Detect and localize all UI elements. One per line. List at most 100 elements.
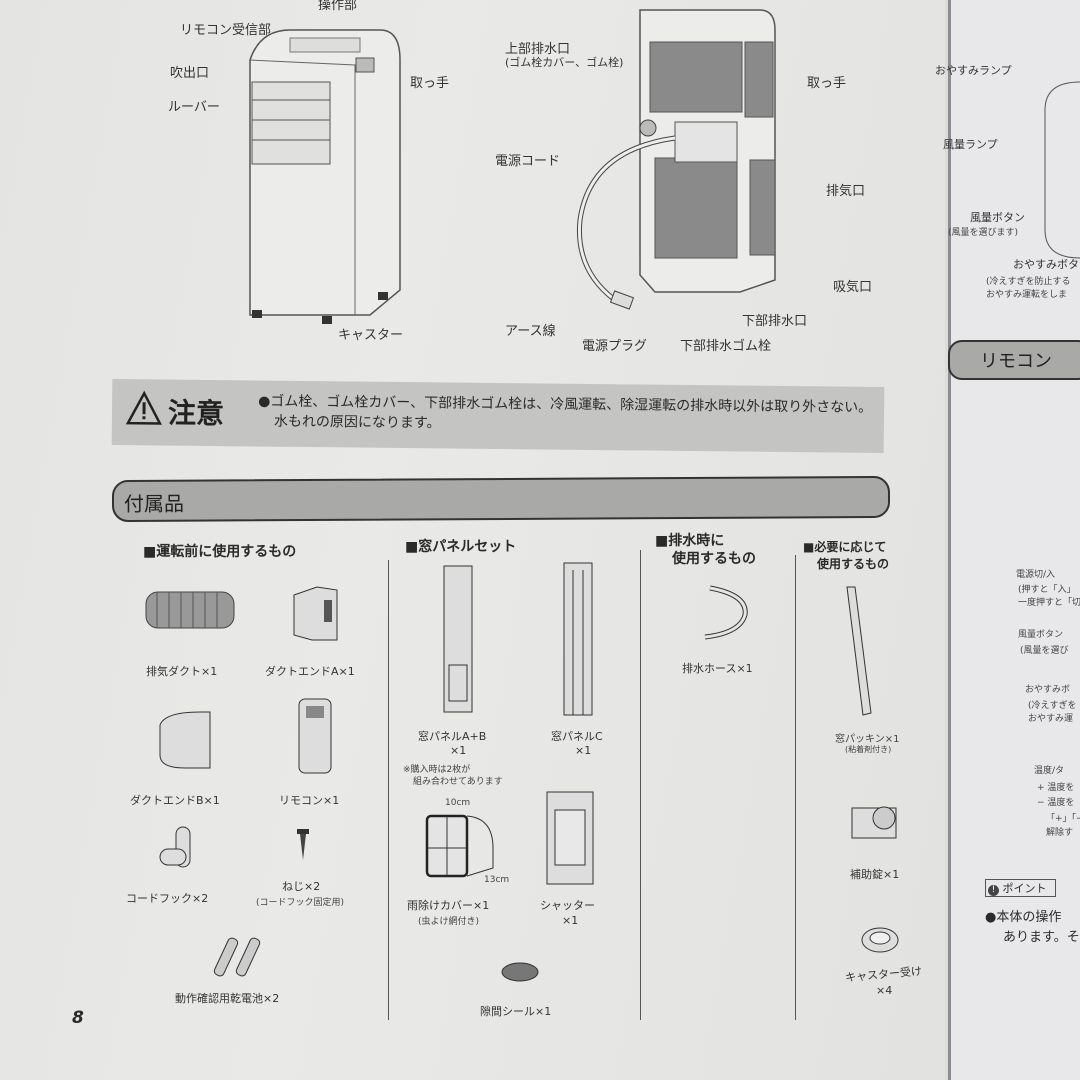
- item-drain-hose: 排水ホース×1: [682, 662, 753, 675]
- shutter-icon: [546, 791, 594, 885]
- screw-note: (コードフック固定用): [256, 898, 345, 908]
- label-louver: ルーバー: [168, 100, 220, 115]
- accessories-title: 付属品: [123, 491, 185, 516]
- item-gap-seal: 隙間シール×1: [480, 1005, 552, 1018]
- item-window-panel-ab-qty: ×1: [450, 744, 467, 757]
- item-cord-hook: コードフック×2: [126, 892, 209, 905]
- label-intake: 吸気口: [833, 280, 873, 295]
- label-temp-note-1: 「+」「−: [1046, 814, 1080, 824]
- label-sleep-note-2: おやすみ運転をしま: [986, 290, 1068, 300]
- item-remote-control: リモコン×1: [279, 794, 340, 807]
- rain-cover-depth: 13cm: [484, 875, 510, 885]
- item-batteries: 動作確認用乾電池×2: [175, 992, 280, 1005]
- label-power: 電源切/入: [1016, 570, 1056, 580]
- label-power-plug: 電源プラグ: [582, 339, 648, 354]
- left-page: [0, 0, 945, 1080]
- as-needed-heading-1: ■必要に応じて: [803, 540, 887, 554]
- point-badge: ! ポイント: [985, 879, 1056, 897]
- label-air-outlet: 吹出口: [170, 66, 210, 81]
- column-divider: [795, 555, 796, 1020]
- page-number: 8: [72, 1008, 84, 1028]
- label-fan-button: 風量ボタン: [970, 211, 1025, 224]
- label-caster: キャスター: [338, 328, 404, 343]
- column-divider: [640, 550, 641, 1020]
- point-text-2: あります。そ: [1003, 930, 1080, 945]
- window-packing-icon: [846, 586, 872, 716]
- label-temp-note-2: 解除す: [1046, 828, 1074, 838]
- item-duct-end-b: ダクトエンドB×1: [130, 794, 220, 807]
- label-temp-up: + 温度を: [1037, 783, 1075, 793]
- label-remote-sleep-note-1: (冷えすぎを: [1028, 701, 1077, 711]
- cord-hook-icon: [159, 826, 191, 868]
- air-conditioner-front-illustration: [249, 29, 401, 324]
- label-control-panel: 操作部: [318, 0, 358, 13]
- label-sleep-note-1: (冷えすぎを防止する: [986, 277, 1071, 287]
- item-caster-cup-qty: ×4: [876, 984, 893, 997]
- window-panel-ab-note-2: 組み合わせてあります: [413, 777, 503, 787]
- point-text-1: ●本体の操作: [985, 910, 1062, 925]
- item-window-panel-ab: 窓パネルA+B: [418, 730, 487, 743]
- duct-end-b-icon: [159, 711, 211, 769]
- item-auxiliary-lock: 補助錠×1: [850, 868, 900, 881]
- label-exhaust: 排気口: [826, 184, 866, 199]
- label-temperature: 温度/タ: [1034, 766, 1065, 776]
- drain-heading-1: ■排水時に: [655, 533, 725, 549]
- control-panel-outline: [1044, 81, 1080, 259]
- batteries-icon: [213, 937, 261, 977]
- item-window-packing: 窓パッキン×1: [835, 734, 900, 745]
- label-remote-sleep: おやすみボ: [1025, 685, 1071, 695]
- label-remote-sleep-note-2: おやすみ運: [1028, 714, 1074, 724]
- screw-icon: [297, 829, 309, 860]
- label-handle-front: 取っ手: [410, 76, 450, 91]
- warning-triangle-icon: [125, 390, 162, 425]
- label-sleep-lamp: おやすみランプ: [935, 64, 1012, 77]
- window-panel-ab-note-1: ※購入時は2枚が: [403, 765, 471, 775]
- label-remote-fan-note: (風量を選び: [1020, 646, 1069, 656]
- label-remote-fan-button: 風量ボタン: [1018, 630, 1064, 640]
- point-label: ポイント: [1002, 882, 1047, 895]
- caution-line-2: 水もれの原因になります。: [273, 413, 441, 432]
- rain-cover-note: (虫よけ網付き): [418, 917, 480, 927]
- window-panel-heading: ■窓パネルセット: [405, 539, 517, 555]
- label-remote-receiver: リモコン受信部: [180, 23, 272, 38]
- label-power-note-2: 一度押すと「切: [1018, 598, 1080, 608]
- duct-end-a-icon: [293, 586, 338, 641]
- exhaust-duct-icon: [145, 591, 235, 629]
- rain-cover-width: 10cm: [445, 798, 471, 808]
- before-use-heading: ■運転前に使用するもの: [143, 544, 297, 560]
- label-handle-back: 取っ手: [807, 76, 847, 91]
- remote-control-icon: [298, 698, 332, 774]
- remote-section-title: リモコン: [980, 351, 1052, 372]
- as-needed-heading-2: 使用するもの: [817, 557, 890, 571]
- label-earth-wire: アース線: [505, 324, 556, 339]
- item-shutter-qty: ×1: [562, 914, 579, 927]
- auxiliary-lock-icon: [851, 806, 897, 839]
- column-divider: [388, 560, 389, 1020]
- label-upper-drain-note: (ゴム栓カバー、ゴム栓): [505, 56, 624, 69]
- label-upper-drain: 上部排水口: [505, 42, 571, 57]
- item-rain-cover: 雨除けカバー×1: [407, 899, 490, 912]
- accessories-section-header: 付属品: [111, 475, 891, 523]
- item-shutter: シャッター: [540, 899, 595, 912]
- exclamation-icon: !: [988, 885, 999, 896]
- label-temp-down: − 温度を: [1037, 798, 1075, 808]
- caution-title: 注意: [167, 396, 225, 431]
- drain-hose-icon: [704, 585, 748, 640]
- label-power-note-1: (押すと「入」: [1018, 585, 1076, 595]
- caster-cup-icon: [861, 927, 899, 953]
- gap-seal-icon: [501, 962, 539, 982]
- drain-heading-2: 使用するもの: [672, 551, 756, 567]
- remote-section-header: リモコン: [948, 340, 1080, 380]
- caution-box: 注意 ●ゴム栓、ゴム栓カバー、下部排水ゴム栓は、冷風運転、除湿運転の排水時以外は…: [111, 378, 885, 454]
- air-conditioner-back-illustration: [576, 9, 776, 310]
- label-power-cord: 電源コード: [495, 154, 561, 169]
- label-sleep-button: おやすみボタ: [1013, 258, 1079, 271]
- item-screw: ねじ×2: [282, 880, 321, 893]
- window-packing-note: (粘着剤付き): [845, 745, 892, 754]
- window-panel-c-icon: [563, 562, 593, 716]
- item-window-panel-c: 窓パネルC: [551, 730, 603, 743]
- window-panel-ab-icon: [443, 565, 473, 713]
- rain-cover-icon: [425, 814, 494, 878]
- item-duct-end-a: ダクトエンドA×1: [265, 665, 355, 678]
- label-fan-lamp: 風量ランプ: [943, 138, 998, 151]
